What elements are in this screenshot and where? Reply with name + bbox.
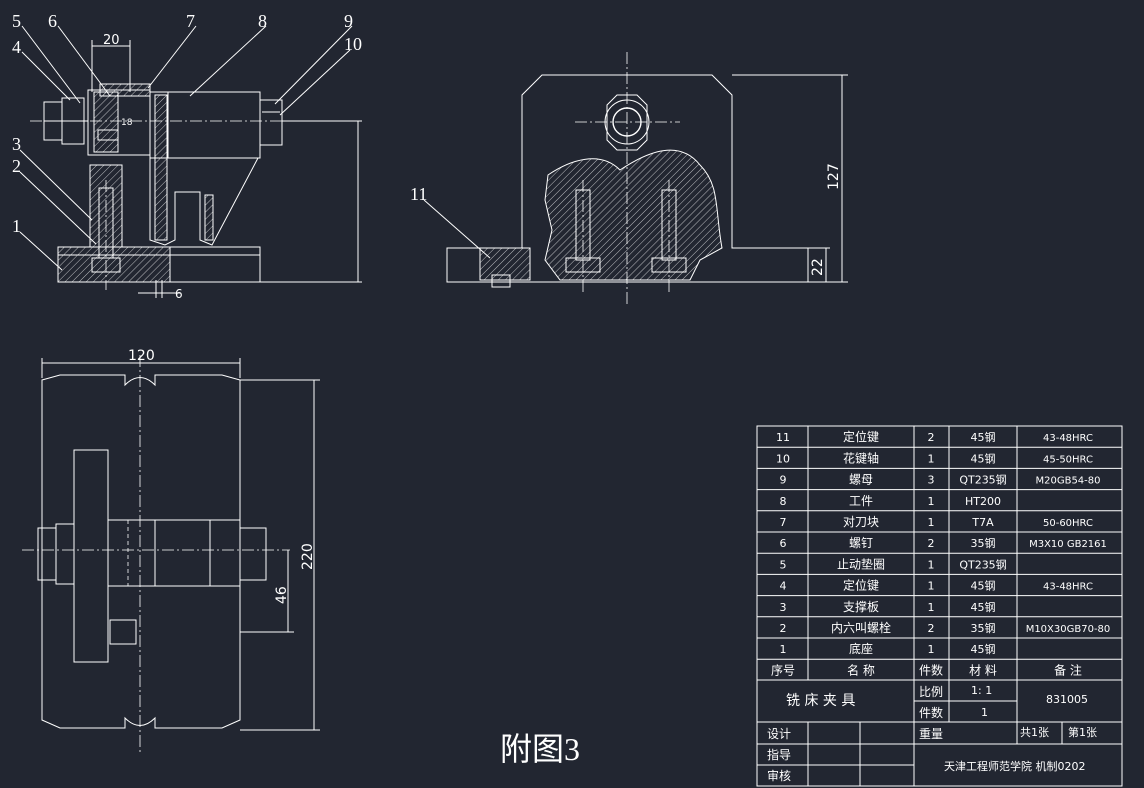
callout-5: 5 bbox=[12, 11, 21, 31]
plan-view bbox=[22, 355, 320, 752]
bom-cell-name: 定位键 bbox=[843, 429, 879, 444]
bom-cell-no: 8 bbox=[780, 495, 787, 508]
bom-cell-qty: 2 bbox=[928, 537, 935, 550]
bom-cell-qty: 1 bbox=[928, 558, 935, 571]
dim-side-base: 22 bbox=[810, 258, 826, 276]
tb-review-label: 审核 bbox=[767, 768, 791, 783]
tb-school: 天津工程师范学院 机制0202 bbox=[944, 759, 1086, 773]
tb-scale-label: 比例 bbox=[919, 685, 943, 699]
bom-cell-note: 43-48HRC bbox=[1043, 582, 1093, 593]
callout-11: 11 bbox=[410, 184, 427, 204]
bom-cell-note: 45-50HRC bbox=[1043, 454, 1093, 465]
bom-cell-note: 43-48HRC bbox=[1043, 433, 1093, 444]
bom-cell-qty: 1 bbox=[928, 601, 935, 614]
bom-cell-no: 10 bbox=[776, 452, 790, 465]
tb-scale-value: 1: 1 bbox=[971, 684, 992, 697]
callout-2: 2 bbox=[12, 156, 21, 176]
tb-sheets-total: 共1张 bbox=[1020, 726, 1049, 739]
bom-cell-material: 45钢 bbox=[971, 452, 996, 465]
bom-cell-name: 对刀块 bbox=[843, 515, 879, 529]
dim-plan-height: 220 bbox=[300, 543, 316, 570]
callout-6: 6 bbox=[48, 11, 57, 31]
bom-cell-material: QT235钢 bbox=[959, 474, 1006, 487]
callout-9: 9 bbox=[344, 11, 353, 31]
callout-leaders bbox=[19, 25, 491, 271]
bom-cell-no: 5 bbox=[780, 558, 787, 571]
bom-cell-no: 1 bbox=[780, 643, 787, 656]
title-block bbox=[756, 679, 1123, 787]
bom-cell-qty: 1 bbox=[928, 452, 935, 465]
callout-7: 7 bbox=[186, 11, 195, 31]
bom-cell-qty: 2 bbox=[928, 431, 935, 444]
bom-cell-material: QT235钢 bbox=[959, 558, 1006, 571]
tb-weight-label: 重量 bbox=[919, 727, 943, 741]
dim-front-small: 18 bbox=[121, 118, 133, 128]
bom-cell-material: 45钢 bbox=[971, 601, 996, 614]
bom-cell-no: 9 bbox=[780, 474, 787, 487]
bom-cell-qty: 1 bbox=[928, 643, 935, 656]
bom-header-no: 序号 bbox=[771, 662, 795, 677]
bom-cell-qty: 1 bbox=[928, 495, 935, 508]
bom-cell-name: 止动垫圈 bbox=[837, 556, 885, 571]
bom-cell-material: 45钢 bbox=[971, 580, 996, 593]
bom-cell-qty: 3 bbox=[928, 474, 935, 487]
bom-cell-name: 工件 bbox=[849, 494, 873, 508]
tb-guide-label: 指导 bbox=[767, 747, 791, 762]
tb-design-label: 设计 bbox=[767, 727, 791, 741]
callout-3: 3 bbox=[12, 134, 21, 154]
bom-cell-material: T7A bbox=[971, 516, 994, 529]
dim-side-height: 127 bbox=[826, 163, 842, 190]
tb-drawing-no: 831005 bbox=[1046, 693, 1088, 706]
bom-cell-no: 4 bbox=[780, 580, 787, 593]
bom-cell-qty: 2 bbox=[928, 622, 935, 635]
dim-plan-offset: 46 bbox=[274, 586, 290, 604]
bom-cell-qty: 1 bbox=[928, 516, 935, 529]
bom-cell-no: 2 bbox=[780, 622, 787, 635]
side-view bbox=[446, 52, 848, 305]
bom-cell-material: 45钢 bbox=[971, 431, 996, 444]
bom-cell-name: 底座 bbox=[849, 641, 873, 656]
callout-1: 1 bbox=[12, 216, 21, 236]
bom-header-qty: 件数 bbox=[919, 662, 943, 677]
tb-sheet-no: 第1张 bbox=[1068, 725, 1097, 739]
bom-cell-no: 3 bbox=[780, 601, 787, 614]
dim-front-width: 20 bbox=[103, 33, 120, 48]
bom-cell-qty: 1 bbox=[928, 580, 935, 593]
bom-header-note: 备 注 bbox=[1054, 662, 1082, 677]
bom-header-material: 材 料 bbox=[969, 663, 997, 677]
bom-cell-name: 螺钉 bbox=[849, 536, 873, 550]
bom-cell-name: 支撑板 bbox=[843, 599, 879, 614]
callout-10: 10 bbox=[344, 34, 362, 54]
bom-cell-material: HT200 bbox=[965, 495, 1001, 508]
bom-cell-no: 6 bbox=[780, 537, 787, 550]
bom-cell-note: M10X30GB70-80 bbox=[1026, 624, 1111, 635]
callout-8: 8 bbox=[258, 11, 267, 31]
bom-cell-no: 11 bbox=[776, 431, 790, 444]
bom-cell-name: 定位键 bbox=[843, 578, 879, 593]
dim-front-bottom: 6 bbox=[175, 287, 183, 301]
bom-cell-material: 35钢 bbox=[971, 537, 996, 550]
dim-plan-width: 120 bbox=[128, 348, 155, 364]
front-section-view bbox=[30, 40, 362, 298]
bom-cell-note: 50-60HRC bbox=[1043, 518, 1093, 529]
bom-cell-name: 螺母 bbox=[849, 473, 873, 487]
callout-4: 4 bbox=[12, 37, 21, 57]
bom-cell-name: 内六叫螺栓 bbox=[831, 620, 891, 635]
bom-cell-note: M3X10 GB2161 bbox=[1029, 539, 1107, 550]
bom-cell-material: 35钢 bbox=[971, 622, 996, 635]
bom-header-name: 名 称 bbox=[847, 662, 875, 677]
bom-cell-note: M20GB54-80 bbox=[1035, 476, 1100, 487]
bom-cell-material: 45钢 bbox=[971, 643, 996, 656]
drawing-title: 附图3 bbox=[500, 731, 580, 767]
bom-cell-no: 7 bbox=[780, 516, 787, 529]
tb-part-name: 铣 床 夹 具 bbox=[786, 693, 855, 709]
bom-cell-name: 花键轴 bbox=[843, 450, 879, 465]
tb-count-value: 1 bbox=[981, 706, 988, 719]
tb-count-label: 件数 bbox=[919, 705, 943, 720]
